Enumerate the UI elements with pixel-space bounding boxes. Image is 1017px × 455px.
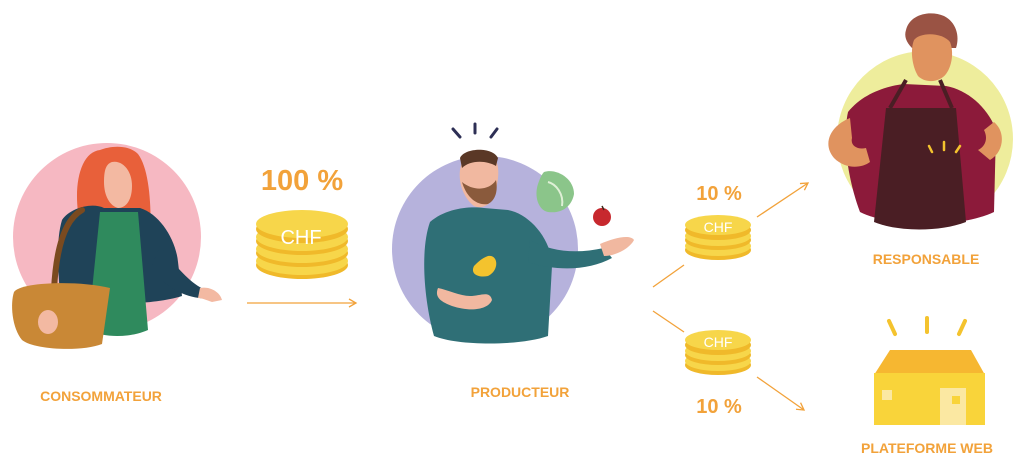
flow-to-manager-percent: 10 %: [696, 183, 742, 205]
consumer-label: CONSOMMATEUR: [40, 388, 162, 404]
producer-label: PRODUCTEUR: [471, 384, 570, 400]
coin-stack-platform: [685, 330, 751, 375]
arrow-producer-to-manager-start: [652, 264, 685, 288]
arrow-producer-to-platform-start: [652, 310, 685, 333]
coin-currency-large: CHF: [280, 227, 321, 249]
house-icon: [874, 316, 985, 425]
flow-to-platform-percent: 10 %: [696, 396, 742, 418]
coin-currency-manager: CHF: [704, 219, 733, 235]
consumer-illustration: [12, 143, 222, 349]
flow-to-producer-percent: 100 %: [261, 165, 343, 197]
coin-stack-large: [256, 210, 348, 279]
manager-label: RESPONSABLE: [873, 251, 980, 267]
coin-stack-manager: [685, 215, 751, 260]
platform-label: PLATEFORME WEB: [861, 440, 993, 455]
arrow-producer-to-platform: [756, 376, 806, 411]
producer-illustration: [392, 122, 634, 344]
arrow-producer-to-manager: [756, 182, 810, 218]
manager-illustration: [828, 13, 1013, 230]
coin-currency-platform: CHF: [704, 334, 733, 350]
